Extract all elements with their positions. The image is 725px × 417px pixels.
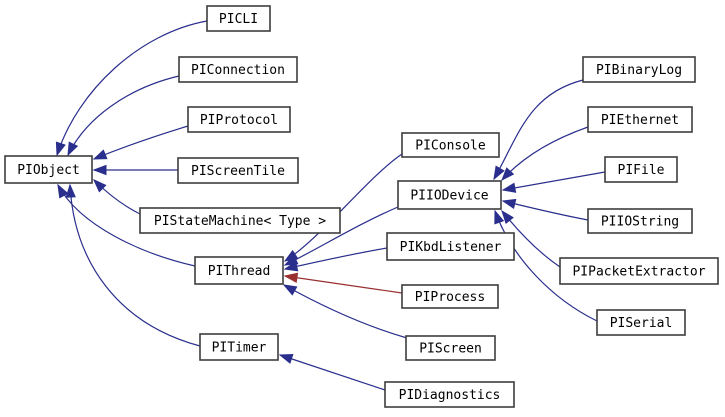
class-node-pibinarylog[interactable]: PIBinaryLog xyxy=(582,56,696,83)
edge-pifile-to-piiodevice xyxy=(501,171,606,193)
arrowhead-icon xyxy=(92,178,107,193)
edge-piscreentile-to-piobject xyxy=(92,164,178,176)
class-node-box xyxy=(401,132,500,158)
class-node-label: PIConnection xyxy=(191,63,285,78)
class-node-box xyxy=(397,180,502,210)
arrowhead-icon xyxy=(493,165,505,181)
class-node-pipacketextractor[interactable]: PIPacketExtractor xyxy=(559,257,719,285)
class-node-box xyxy=(405,335,496,361)
class-node-box xyxy=(386,232,515,261)
edge-pistatemachine-to-piobject xyxy=(92,178,141,215)
class-node-piconnection[interactable]: PIConnection xyxy=(178,56,298,83)
edge-piconnection-to-piobject xyxy=(67,75,180,157)
edge-piprotocol-to-piobject xyxy=(92,125,189,160)
class-node-picli[interactable]: PICLI xyxy=(206,5,271,32)
edge-piscreen-to-pithread xyxy=(282,284,408,339)
class-node-box xyxy=(587,208,693,234)
class-node-label: PIIOString xyxy=(601,215,679,230)
class-node-label: PIScreenTile xyxy=(191,164,285,179)
arrowhead-icon xyxy=(501,198,517,209)
class-node-box xyxy=(401,284,499,309)
edge-piprocess-to-pithread xyxy=(283,272,403,294)
class-node-box xyxy=(582,56,696,83)
edge-piserial-to-piiodevice xyxy=(494,209,598,322)
edge-pidiagnostics-to-pitimer xyxy=(278,353,386,391)
class-node-box xyxy=(199,333,279,361)
class-node-box xyxy=(587,106,693,133)
class-node-label: PIConsole xyxy=(415,139,486,154)
class-node-label: PISerial xyxy=(610,316,673,331)
class-node-box xyxy=(206,5,271,32)
class-node-pitimer[interactable]: PITimer xyxy=(199,333,279,361)
class-node-label: PICLI xyxy=(219,12,258,27)
edge-pitimer-to-piobject xyxy=(65,183,201,347)
edge-piethernet-to-piiodevice xyxy=(501,126,589,182)
class-node-piscreentile[interactable]: PIScreenTile xyxy=(177,157,299,184)
arrowhead-icon xyxy=(92,149,108,160)
arrowhead-icon xyxy=(501,182,517,193)
class-node-pifile[interactable]: PIFile xyxy=(604,156,678,183)
arrowhead-icon xyxy=(494,209,505,225)
edge-pikbdlistener-to-pithread xyxy=(283,247,388,272)
class-node-label: PIObject xyxy=(17,163,80,178)
class-node-label: PITimer xyxy=(212,341,267,356)
class-node-pikbdlistener[interactable]: PIKbdListener xyxy=(386,232,515,261)
class-node-label: PIFile xyxy=(618,163,665,178)
edge-picli-to-piobject xyxy=(55,20,208,157)
class-node-box xyxy=(139,207,341,234)
arrowhead-icon xyxy=(67,141,79,157)
class-node-box xyxy=(4,155,93,184)
class-node-label: PIBinaryLog xyxy=(596,63,682,78)
class-node-box xyxy=(384,381,515,408)
arrowhead-icon xyxy=(92,164,107,176)
class-node-pistatemachine[interactable]: PIStateMachine< Type > xyxy=(139,207,341,234)
class-node-box xyxy=(177,157,299,184)
class-node-label: PIProtocol xyxy=(200,113,278,128)
class-node-label: PIEthernet xyxy=(601,113,679,128)
arrowhead-icon xyxy=(501,209,514,225)
edge-pipacketextractor-to-piiodevice xyxy=(501,209,561,268)
class-node-piconsole[interactable]: PIConsole xyxy=(401,132,500,158)
edge-piiostring-to-piiodevice xyxy=(501,198,589,221)
class-node-box xyxy=(596,309,686,336)
class-node-box xyxy=(604,156,678,183)
arrowhead-icon xyxy=(282,284,298,296)
class-node-piprocess[interactable]: PIProcess xyxy=(401,284,499,309)
class-node-piiostring[interactable]: PIIOString xyxy=(587,208,693,234)
edge-pibinarylog-to-piiodevice xyxy=(493,79,584,181)
class-node-label: PIPacketExtractor xyxy=(572,265,705,280)
arrowhead-icon xyxy=(278,353,294,364)
class-node-box xyxy=(187,106,291,133)
class-node-pidiagnostics[interactable]: PIDiagnostics xyxy=(384,381,515,408)
class-node-label: PIProcess xyxy=(415,290,485,305)
class-node-pithread[interactable]: PIThread xyxy=(194,256,284,285)
class-node-label: PIDiagnostics xyxy=(399,388,501,403)
class-node-label: PIScreen xyxy=(419,342,482,357)
class-node-label: PIKbdListener xyxy=(400,240,502,255)
class-node-piscreen[interactable]: PIScreen xyxy=(405,335,496,361)
arrowhead-icon xyxy=(501,167,515,182)
class-node-box xyxy=(178,56,298,83)
arrowhead-icon xyxy=(57,183,69,199)
class-node-piserial[interactable]: PISerial xyxy=(596,309,686,336)
class-node-box xyxy=(559,257,719,285)
class-node-piprotocol[interactable]: PIProtocol xyxy=(187,106,291,133)
edge-pithread-to-piobject xyxy=(57,183,196,267)
arrowhead-icon xyxy=(65,183,76,198)
class-node-label: PIThread xyxy=(208,264,271,279)
class-node-label: PIIODevice xyxy=(410,189,488,204)
class-node-piethernet[interactable]: PIEthernet xyxy=(587,106,693,133)
arrowhead-icon xyxy=(283,261,299,272)
arrowhead-icon xyxy=(283,272,299,283)
class-node-piobject[interactable]: PIObject xyxy=(4,155,93,184)
class-node-piiodevice[interactable]: PIIODevice xyxy=(397,180,502,210)
arrowhead-icon xyxy=(55,141,66,157)
class-node-label: PIStateMachine< Type > xyxy=(154,214,326,229)
class-node-box xyxy=(194,256,284,285)
